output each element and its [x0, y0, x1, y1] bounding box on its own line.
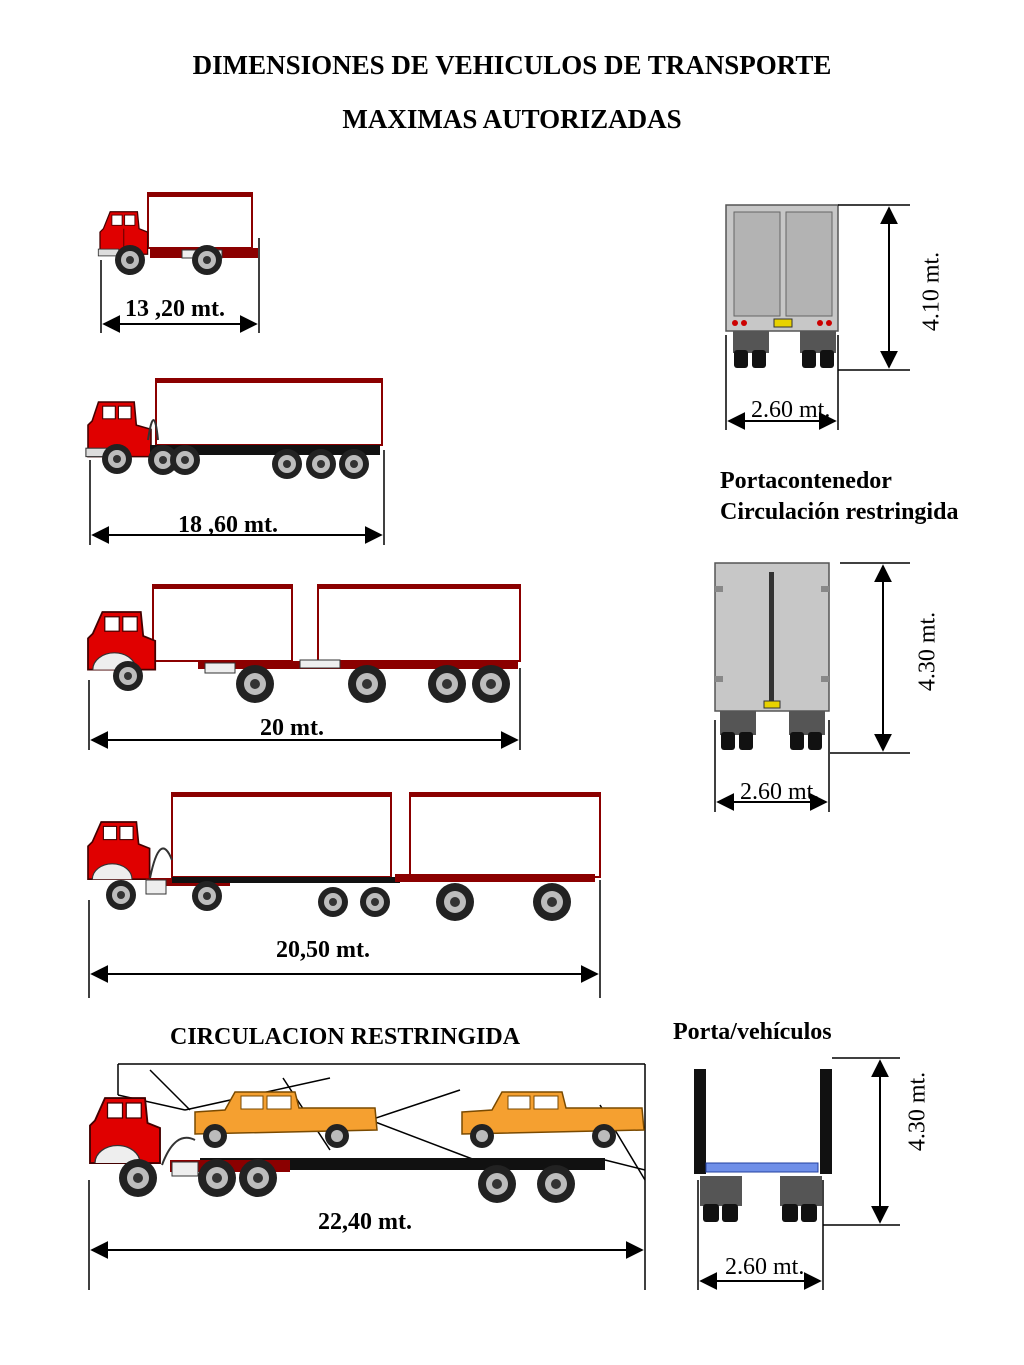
truck-1-rigid: [97, 192, 260, 333]
truck-1-length-label: 13 ,20 mt.: [125, 296, 225, 322]
license-plate: [773, 318, 793, 328]
rear-3-height-label: 4.30 mt.: [904, 1071, 931, 1152]
truck-1-box: [147, 192, 253, 249]
rear-1-width-label: 2.60 mt.: [751, 397, 831, 423]
truck-3-length-label: 20 mt.: [260, 715, 324, 741]
rear-3-width-label: 2.60 mt.: [725, 1254, 805, 1280]
page-title-line2: MAXIMAS AUTORIZADAS: [342, 104, 682, 134]
porta-vehiculos-label: Porta/vehículos: [673, 1019, 832, 1045]
rear-view-1: [725, 204, 910, 430]
truck-2-trailer: [155, 378, 383, 446]
truck-2-semitrailer: [85, 378, 385, 545]
rear-view-3: [694, 1057, 900, 1290]
truck-5-car-carrier: [88, 1063, 646, 1290]
rear-view-2: [714, 562, 910, 812]
truck-2-length-label: 18 ,60 mt.: [178, 512, 278, 538]
pickup-2: [461, 1091, 645, 1148]
truck-3-box: [152, 584, 293, 662]
truck-4-semitrailer: [171, 792, 392, 878]
rear-2-width-label: 2.60 mt.: [740, 779, 820, 805]
page-title-line1: DIMENSIONES DE VEHICULOS DE TRANSPORTE: [192, 50, 832, 80]
portacontenedor-label: Portacontenedor: [720, 468, 892, 494]
pickup-1: [194, 1091, 378, 1148]
circulacion-restringida-heading: CIRCULACION RESTRINGIDA: [170, 1024, 521, 1050]
truck-4-trailer: [409, 792, 601, 878]
truck-4-length-label: 20,50 mt.: [276, 937, 370, 963]
truck-3-road-train: [87, 584, 521, 750]
circulacion-restringida-sublabel: Circulación restringida: [720, 499, 959, 525]
rear-2-height-label: 4.30 mt.: [914, 611, 941, 692]
truck-3-trailer: [317, 584, 521, 662]
rear-1-height-label: 4.10 mt.: [918, 251, 945, 332]
truck-5-length-label: 22,40 mt.: [318, 1209, 412, 1235]
truck-4-double: [87, 792, 601, 998]
